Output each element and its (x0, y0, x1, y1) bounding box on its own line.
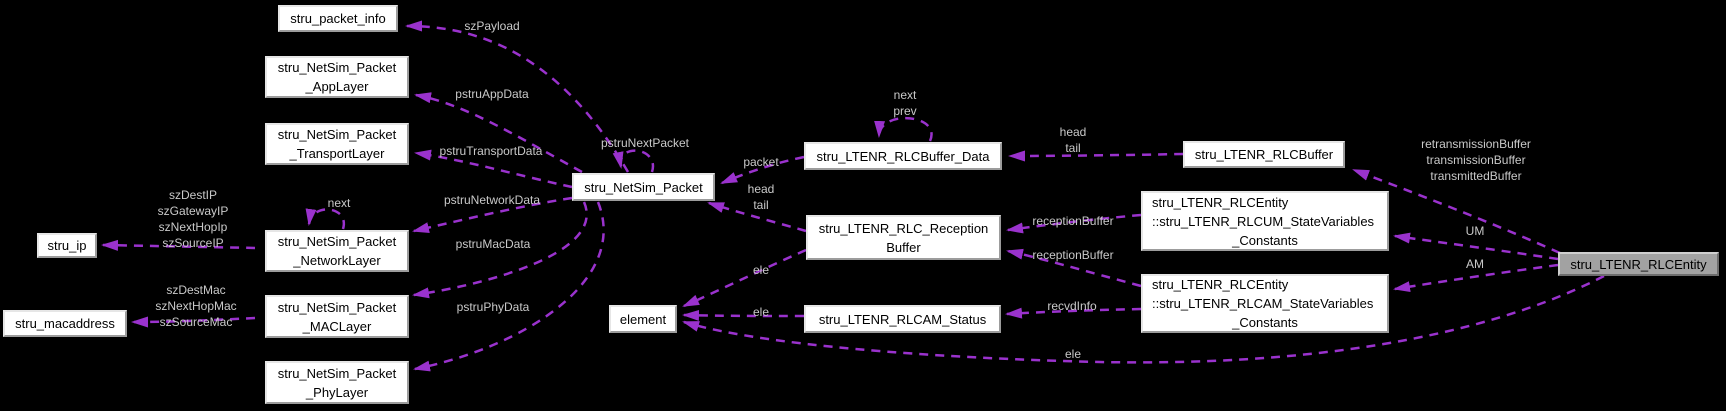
node-packet_info[interactable]: stru_packet_info (278, 5, 398, 32)
edge-receptionBuffer_am (1006, 248, 1142, 288)
node-rlcentity[interactable]: stru_LTENR_RLCEntity (1558, 252, 1719, 276)
edge-label-receptionBuffer_am: receptionBuffer (1032, 248, 1114, 262)
edge-label-packet: packet (743, 155, 779, 169)
edge-ele_reception (682, 248, 807, 308)
edge-label-mac_fields: szDestMac szNextHopMac szSourceMac (155, 283, 237, 329)
node-networklayer[interactable]: stru_NetSim_Packet _NetworkLayer (265, 230, 409, 272)
node-phylayer[interactable]: stru_NetSim_Packet _PhyLayer (265, 361, 409, 404)
edge-label-buffers: retransmissionBuffer transmissionBuffer … (1421, 137, 1531, 183)
node-macaddress[interactable]: stru_macaddress (3, 310, 127, 337)
node-rlcbuffer[interactable]: stru_LTENR_RLCBuffer (1183, 141, 1345, 168)
edge-label-receptionBuffer_um: receptionBuffer (1032, 214, 1114, 228)
edge-label-um_edge: UM (1465, 224, 1485, 238)
edge-ele_status (682, 309, 805, 321)
node-label-line: stru_LTENR_RLCEntity (1152, 277, 1289, 292)
edge-label-ele_status: ele (752, 305, 770, 319)
edge-pstruMacData (412, 201, 588, 299)
node-am_statevars[interactable]: stru_LTENR_RLCEntity::stru_LTENR_RLCAM_S… (1141, 274, 1389, 333)
edge-label-next_prev_self: next prev (893, 88, 917, 118)
edge-label-head_tail_packet: head tail (747, 182, 775, 212)
edge-label-head_tail_buffer: head tail (1059, 125, 1087, 155)
edge-label-ip_fields: szDestIP szGatewayIP szNextHopIp szSourc… (157, 188, 229, 250)
node-reception_buffer[interactable]: stru_LTENR_RLC_Reception Buffer (806, 215, 1001, 260)
edge-label-pstruNextPacket_self: pstruNextPacket (600, 136, 690, 150)
edge-packet (720, 155, 805, 185)
edge-pstruNextPacket_self (612, 149, 655, 173)
node-element[interactable]: element (609, 305, 677, 333)
node-rlcam_status[interactable]: stru_LTENR_RLCAM_Status (804, 305, 1001, 333)
edge-label-ele_reception: ele (752, 263, 770, 277)
edge-pstruTransportData (414, 149, 573, 189)
node-um_statevars[interactable]: stru_LTENR_RLCEntity::stru_LTENR_RLCUM_S… (1141, 191, 1389, 251)
node-rlcbuffer_data[interactable]: stru_LTENR_RLCBuffer_Data (804, 142, 1002, 170)
edge-label-pstruMacData: pstruMacData (455, 237, 531, 251)
edge-label-next_self: next (327, 196, 351, 210)
edge-pstruPhyData (413, 201, 605, 372)
edge-label-pstruAppData: pstruAppData (455, 87, 529, 101)
node-label-line: _Constants (1232, 232, 1298, 248)
edge-ip_fields (101, 239, 256, 251)
edge-label-pstruTransportData: pstruTransportData (439, 144, 543, 158)
edge-um_edge (1393, 232, 1559, 261)
node-applayer[interactable]: stru_NetSim_Packet _AppLayer (265, 56, 409, 98)
node-ip[interactable]: stru_ip (37, 233, 97, 258)
edge-pstruNetworkData (412, 196, 573, 234)
edge-label-recvdInfo: recvdInfo (1047, 299, 1097, 313)
edge-recvdInfo (1005, 307, 1142, 319)
node-maclayer[interactable]: stru_NetSim_Packet _MACLayer (265, 295, 409, 338)
node-label-line: ::stru_LTENR_RLCAM_StateVariables (1152, 296, 1374, 311)
node-label-line: stru_LTENR_RLCEntity (1152, 194, 1289, 210)
edge-next_self (305, 208, 346, 230)
node-label-line: ::stru_LTENR_RLCUM_StateVariables (1152, 213, 1375, 229)
edge-label-szPayload: szPayload (464, 19, 520, 33)
edge-label-pstruPhyData: pstruPhyData (456, 300, 530, 314)
edge-head_tail_packet (707, 201, 807, 233)
node-transportlayer[interactable]: stru_NetSim_Packet _TransportLayer (265, 123, 409, 165)
edge-label-am_edge: AM (1466, 257, 1484, 271)
edge-next_prev_self (874, 116, 933, 142)
edge-receptionBuffer_um (1006, 213, 1142, 234)
edge-label-ele_entity: ele (1064, 347, 1082, 361)
edge-head_tail_buffer (1008, 150, 1184, 162)
node-label-line: _Constants (1232, 315, 1298, 330)
edge-am_edge (1393, 263, 1559, 293)
edge-ele_entity (682, 274, 1605, 364)
edge-buffers (1352, 168, 1561, 255)
node-netsim_packet[interactable]: stru_NetSim_Packet (572, 173, 715, 201)
edge-label-pstruNetworkData: pstruNetworkData (443, 193, 541, 207)
edge-szPayload (405, 20, 630, 173)
edge-pstruAppData (414, 92, 583, 174)
